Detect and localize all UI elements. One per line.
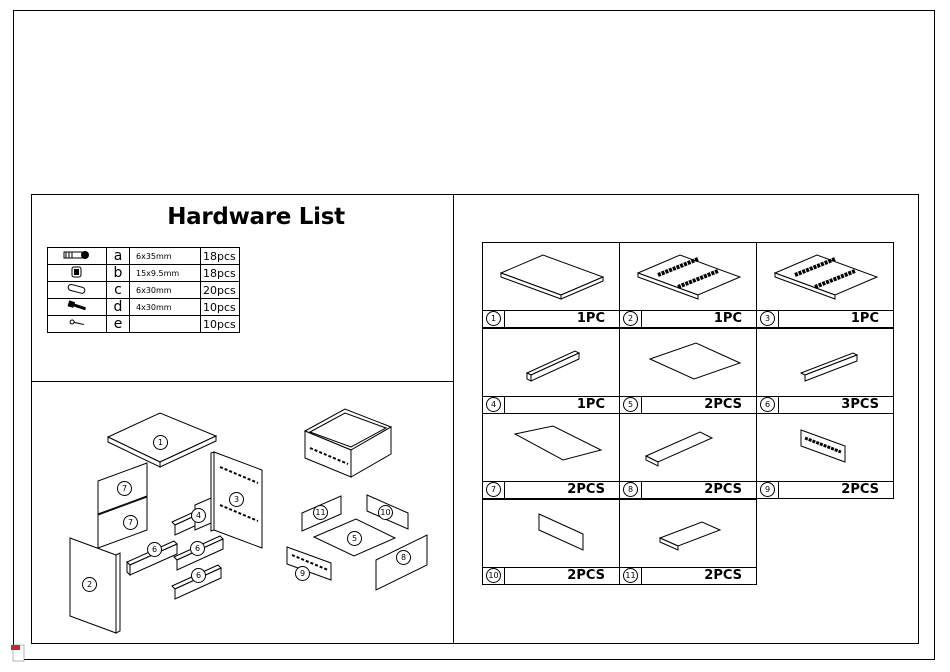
caption-divider (778, 397, 779, 413)
caption-divider (778, 311, 779, 327)
part-callout: 5 (347, 531, 362, 546)
part-drawing (757, 243, 895, 313)
part-caption: 2 1PC (620, 310, 756, 327)
part-quantity: 2PCS (841, 482, 879, 498)
part-number: 1 (486, 311, 501, 326)
part-cell: 2 1PC (619, 242, 757, 328)
part-drawing (757, 329, 895, 399)
pdf-icon (10, 644, 26, 662)
part-cell: 9 2PCS (756, 413, 894, 499)
part-caption: 9 2PCS (757, 481, 893, 498)
part-cell: 6 3PCS (756, 328, 894, 414)
part-drawing (620, 414, 758, 484)
part-caption: 3 1PC (757, 310, 893, 327)
caption-divider (778, 482, 779, 498)
caption-divider (641, 482, 642, 498)
part-cell: 8 2PCS (619, 413, 757, 499)
part-caption: 11 2PCS (620, 567, 756, 584)
part-callout: 9 (295, 566, 310, 581)
part-caption: 7 2PCS (483, 481, 619, 498)
part-number: 4 (486, 397, 501, 412)
part-drawing (620, 329, 758, 399)
part-drawing (483, 329, 621, 399)
part-cell: 5 2PCS (619, 328, 757, 414)
part-drawing (483, 414, 621, 484)
part-callout: 8 (396, 550, 411, 565)
part-cell: 1 1PC (482, 242, 620, 328)
part-drawing (483, 243, 621, 313)
part-callout: 4 (191, 508, 206, 523)
part-callout: 1 (153, 435, 168, 450)
caption-divider (641, 397, 642, 413)
part-callout: 3 (229, 492, 244, 507)
part-quantity: 3PCS (841, 397, 879, 413)
part-caption: 10 2PCS (483, 567, 619, 584)
part-callout: 7 (123, 515, 138, 530)
part-callout: 11 (313, 505, 328, 520)
part-callout: 6 (147, 542, 162, 557)
caption-divider (504, 482, 505, 498)
part-quantity: 2PCS (704, 482, 742, 498)
part-number: 3 (760, 311, 775, 326)
part-caption: 8 2PCS (620, 481, 756, 498)
part-caption: 5 2PCS (620, 396, 756, 413)
part-quantity: 1PC (577, 397, 605, 413)
part-callout: 10 (378, 505, 393, 520)
part-caption: 1 1PC (483, 310, 619, 327)
part-callout: 7 (117, 481, 132, 496)
part-cell: 10 2PCS (482, 499, 620, 585)
part-callout: 6 (190, 541, 205, 556)
part-quantity: 2PCS (704, 397, 742, 413)
part-quantity: 2PCS (704, 568, 742, 584)
part-number: 9 (760, 482, 775, 497)
caption-divider (504, 311, 505, 327)
part-quantity: 1PC (577, 311, 605, 327)
part-callout: 6 (191, 568, 206, 583)
part-quantity: 1PC (714, 311, 742, 327)
part-drawing (620, 243, 758, 313)
part-caption: 6 3PCS (757, 396, 893, 413)
caption-divider (504, 397, 505, 413)
part-number: 8 (623, 482, 638, 497)
part-quantity: 1PC (851, 311, 879, 327)
part-quantity: 2PCS (567, 482, 605, 498)
part-cell: 11 2PCS (619, 499, 757, 585)
part-cell: 3 1PC (756, 242, 894, 328)
part-drawing (757, 414, 895, 484)
part-number: 5 (623, 397, 638, 412)
part-drawing (620, 500, 758, 570)
part-number: 2 (623, 311, 638, 326)
part-number: 6 (760, 397, 775, 412)
part-callout: 2 (82, 577, 97, 592)
part-quantity: 2PCS (567, 568, 605, 584)
caption-divider (641, 568, 642, 584)
caption-divider (504, 568, 505, 584)
part-cell: 4 1PC (482, 328, 620, 414)
part-caption: 4 1PC (483, 396, 619, 413)
caption-divider (641, 311, 642, 327)
part-cell: 7 2PCS (482, 413, 620, 499)
part-number: 7 (486, 482, 501, 497)
part-number: 11 (623, 568, 638, 583)
part-number: 10 (486, 568, 501, 583)
part-drawing (483, 500, 621, 570)
